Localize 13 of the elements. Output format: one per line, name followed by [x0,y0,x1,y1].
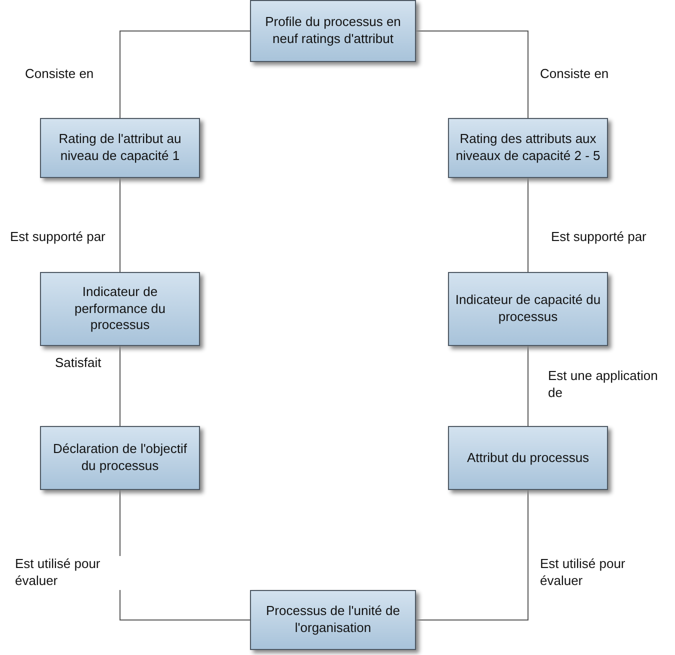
connector-line [120,30,250,118]
process-box: Profile du processus en neuf ratings d'attribut [250,0,416,62]
process-box: Attribut du processus [448,426,608,490]
process-box: Rating des attributs aux niveaux de capacité 2 - 5 [448,118,608,178]
connector-line [416,490,528,620]
connector-line [416,30,528,118]
process-box: Indicateur de capacité du processus [448,272,608,346]
process-box: Rating de l'attribut au niveau de capacité 1 [40,118,200,178]
process-box: Indicateur de performance du processus [40,272,200,346]
edge-label: Est supporté par [551,229,646,246]
process-box: Processus de l'unité de l'organisation [250,590,416,650]
edge-label: Est supporté par [10,229,106,246]
process-box: Déclaration de l'objectif du processus [40,426,200,490]
